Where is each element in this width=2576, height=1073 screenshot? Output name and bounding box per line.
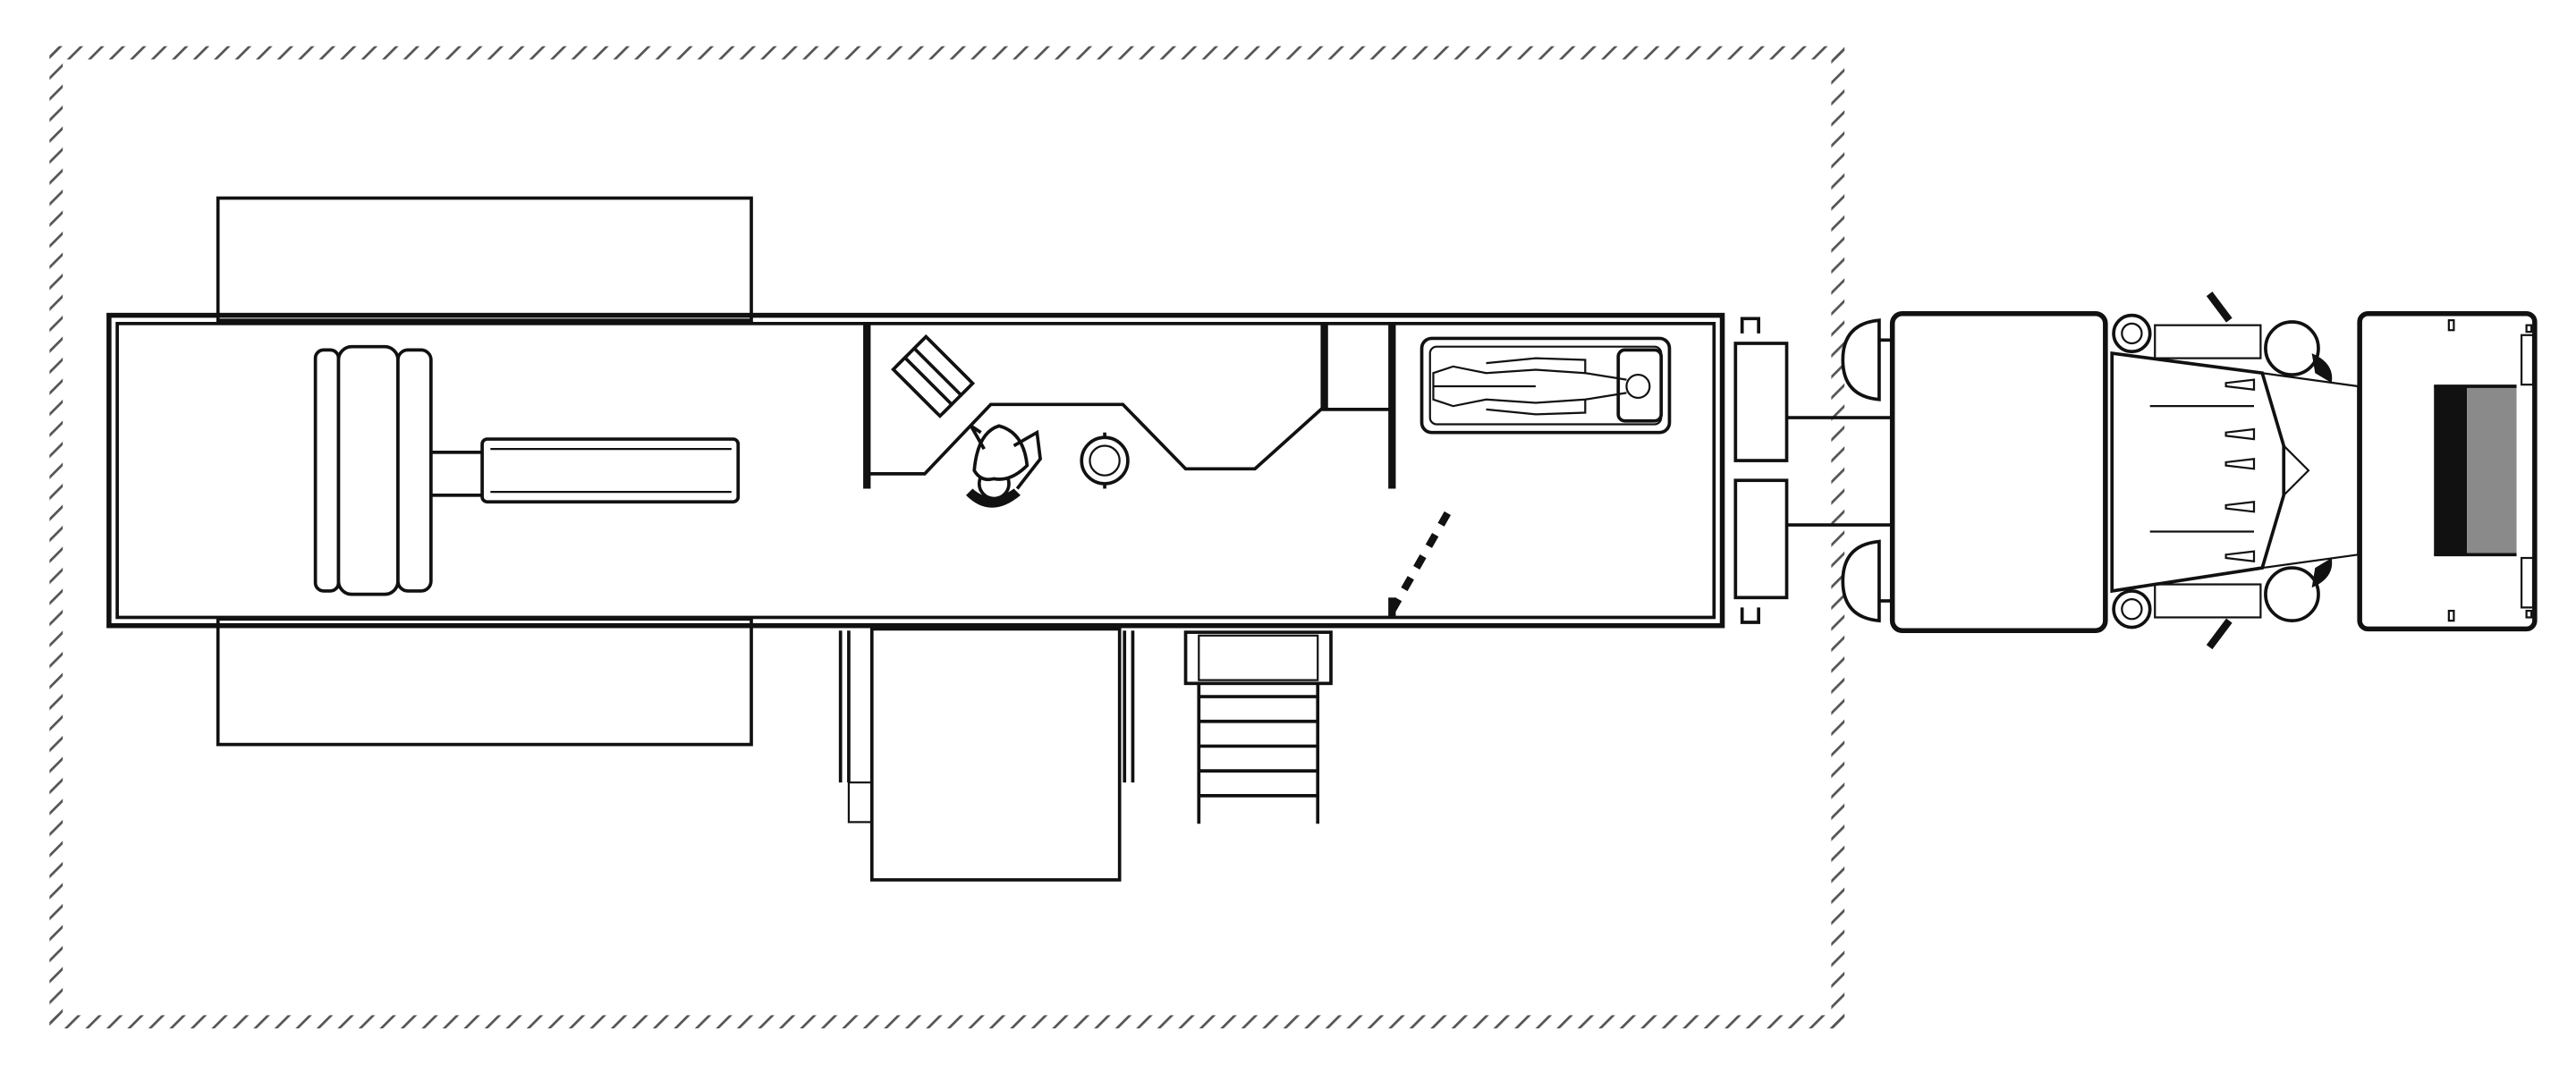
patient-figure-icon — [1432, 357, 1651, 416]
control-room-furniture — [891, 334, 1130, 508]
top-expansion-bay — [216, 196, 753, 322]
armchair-icon — [891, 334, 976, 418]
operator-person-icon — [966, 424, 1043, 508]
stool-icon — [1080, 432, 1130, 489]
front-wheels — [2264, 320, 2333, 622]
sliding-door — [1388, 502, 1457, 613]
bottom-expansion-bay — [216, 617, 753, 747]
tractor-truck — [1841, 291, 2538, 650]
rear-wheels — [1841, 318, 1893, 623]
patient-bed — [1419, 336, 1672, 435]
entry-stairs — [1183, 630, 1333, 824]
truck-hood — [2357, 311, 2538, 632]
control-room-walls — [863, 323, 1396, 489]
fifth-wheel-deck — [1889, 311, 2108, 633]
trailer-body — [106, 312, 1725, 629]
mri-scanner — [313, 344, 741, 596]
site-boundary — [49, 46, 1845, 1029]
truck-cab — [2110, 291, 2360, 650]
trailer-hitch — [1733, 317, 1894, 624]
side-platform — [838, 627, 1135, 882]
